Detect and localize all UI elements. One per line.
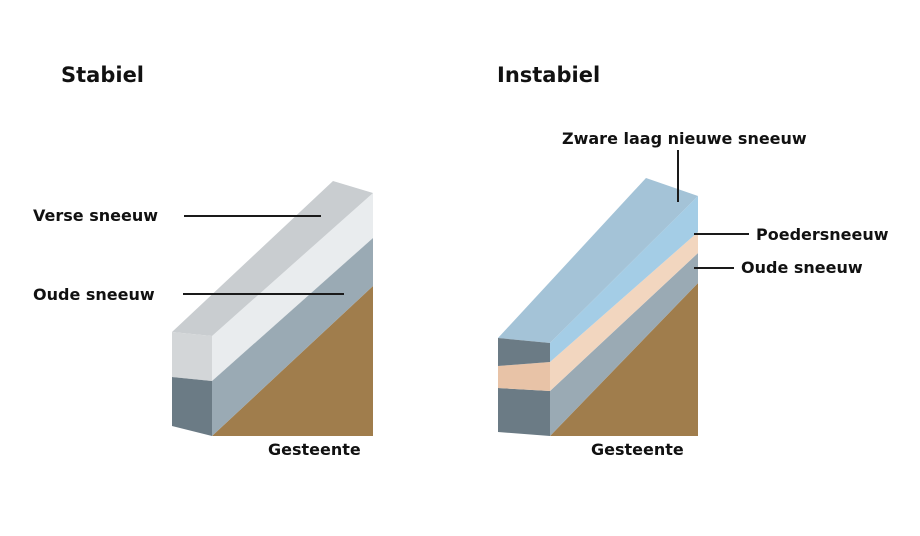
stable-fresh-snow-front [172,332,212,381]
unstable-label-powder-snow: Poedersneeuw [756,225,889,244]
unstable-old-snow-front [498,388,550,436]
unstable-powder-snow-front [498,362,550,391]
stable-label-rock: Gesteente [268,440,361,459]
stable-label-old-snow: Oude sneeuw [33,285,155,304]
stable-label-fresh-snow: Verse sneeuw [33,206,158,225]
unstable-slope-illustration [498,178,698,436]
stable-fresh-snow-top [172,181,373,336]
stable-slope-illustration [172,181,373,436]
unstable-label-heavy-snow: Zware laag nieuwe sneeuw [562,129,807,148]
unstable-heavy-snow-top [498,178,698,343]
stable-fresh-snow-face [212,193,373,381]
stable-title: Stabiel [61,63,144,87]
stable-old-snow-face [212,238,373,436]
unstable-heavy-snow-front [498,338,550,366]
unstable-powder-snow-face [550,232,698,391]
unstable-label-rock: Gesteente [591,440,684,459]
unstable-heavy-snow-face [550,196,698,362]
unstable-title: Instabiel [497,63,600,87]
unstable-label-old-snow: Oude sneeuw [741,258,863,277]
stable-old-snow-front [172,377,212,436]
unstable-old-snow-face [550,253,698,436]
